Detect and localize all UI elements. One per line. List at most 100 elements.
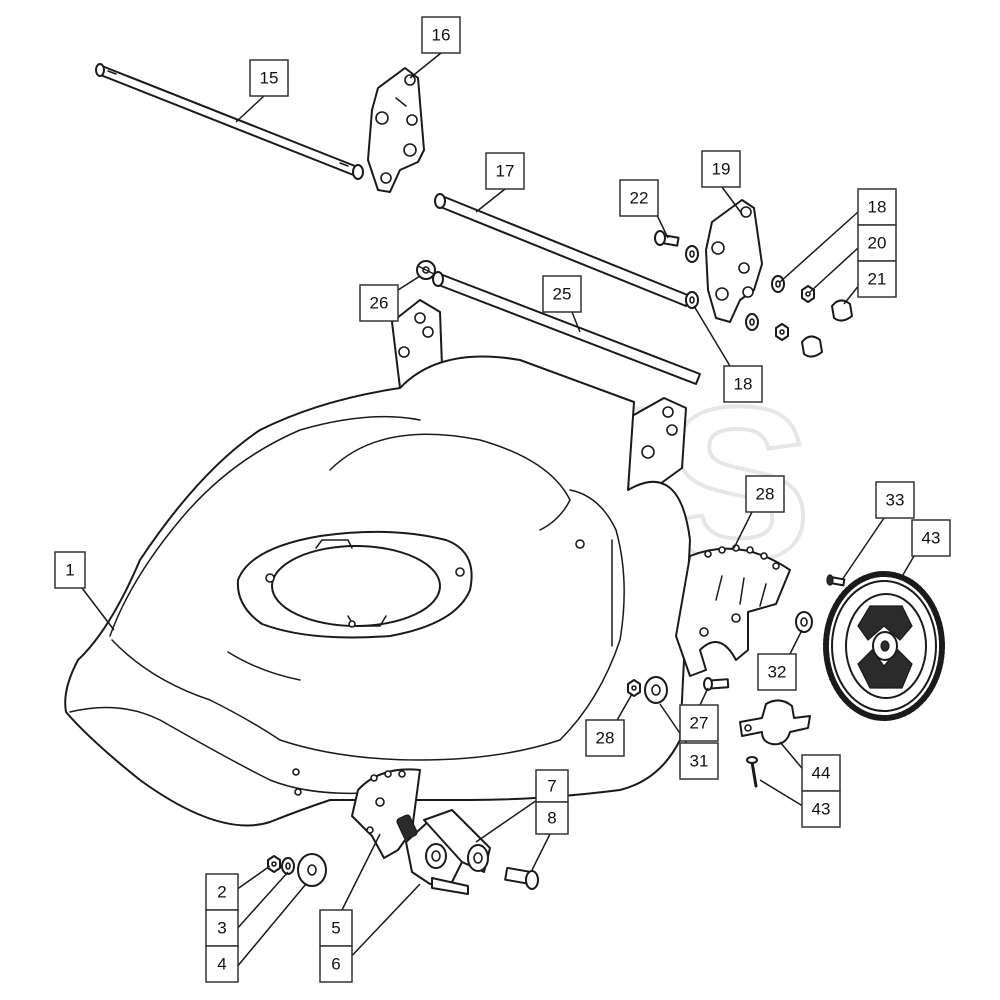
part-19-height-bracket (705, 199, 763, 323)
callout-28[interactable]: 28 (585, 719, 625, 757)
callout-1[interactable]: 1 (54, 551, 86, 589)
callout-18-bottom[interactable]: 18 (723, 365, 763, 403)
part-27-washer (644, 676, 668, 704)
part-25-bolt (703, 677, 730, 691)
callout-26[interactable]: 28 (745, 475, 785, 513)
callout-label: 18 (868, 198, 887, 217)
part-7-axle-arm (396, 809, 491, 873)
callout-label: 7 (547, 777, 556, 796)
part-24-star-washer (416, 260, 436, 280)
part-17-front-rod (434, 193, 691, 307)
callout-label: 2 (217, 883, 226, 902)
callout-3[interactable]: 3 (205, 909, 239, 947)
part-44-clip (739, 699, 811, 746)
callout-7[interactable]: 7 (535, 769, 569, 803)
callout-label: 8 (547, 809, 556, 828)
callout-label: 33 (886, 491, 905, 510)
leader-3 (235, 871, 289, 931)
callout-label: 26 (370, 294, 389, 313)
callout-24[interactable]: 26 (359, 284, 399, 322)
callout-5[interactable]: 5 (319, 909, 353, 947)
part-1-mower-deck (64, 299, 691, 827)
callout-label: 20 (868, 234, 887, 253)
callout-label: 4 (217, 955, 226, 974)
part-8-bolt (504, 866, 539, 890)
callout-label: 27 (690, 714, 709, 733)
part-20-nut (775, 285, 815, 341)
callout-label: 32 (768, 663, 787, 682)
leader-18a (779, 211, 859, 283)
callout-25[interactable]: 27 (679, 704, 719, 742)
callout-8[interactable]: 8 (535, 801, 569, 835)
part-28-nut (627, 679, 641, 697)
callout-label: 17 (496, 162, 515, 181)
callout-4[interactable]: 4 (205, 945, 239, 983)
leader-19 (721, 186, 743, 215)
part-16-height-bracket (367, 67, 425, 193)
leader-18b (693, 305, 731, 367)
part-32-screw (826, 574, 846, 587)
callout-label: 6 (331, 955, 340, 974)
callout-44[interactable]: 44 (801, 754, 841, 792)
callout-18-top[interactable]: 18 (857, 188, 897, 226)
callout-21[interactable]: 21 (857, 260, 897, 298)
part-43-screw (746, 756, 758, 788)
part-4-washer (297, 853, 327, 887)
callout-label: 1 (65, 561, 74, 580)
leader-23 (571, 311, 581, 333)
leader-17 (475, 188, 506, 213)
leader-24 (397, 275, 421, 291)
callout-15[interactable]: 15 (249, 59, 289, 97)
part-31-washer (795, 611, 813, 633)
callout-label: 43 (922, 529, 941, 548)
part-21-cap-nut (801, 299, 853, 358)
callout-19[interactable]: 19 (701, 150, 741, 188)
callout-label: 28 (756, 485, 775, 504)
part-15-rear-axle-rod (95, 63, 364, 180)
callout-31[interactable]: 32 (757, 653, 797, 691)
callout-23[interactable]: 25 (542, 275, 582, 313)
leader-28 (615, 693, 633, 723)
part-33-wheel (823, 571, 945, 721)
callout-27[interactable]: 31 (679, 742, 719, 780)
leader-32 (841, 517, 885, 581)
leader-5 (341, 833, 381, 911)
callout-16[interactable]: 16 (421, 16, 461, 54)
callout-label-43: 43 (812, 800, 831, 819)
callout-17[interactable]: 17 (485, 152, 525, 190)
leader-6 (345, 883, 421, 963)
leader-43 (759, 779, 807, 809)
leader-lines (81, 52, 915, 969)
callout-label: 3 (217, 919, 226, 938)
callout-label: 16 (432, 26, 451, 45)
leader-1 (81, 587, 115, 631)
callout-33[interactable]: 43 (911, 519, 951, 557)
callout-label: 15 (260, 69, 279, 88)
leader-31 (789, 629, 803, 655)
leader-26 (733, 511, 753, 549)
leader-4 (235, 883, 307, 969)
leader-25 (699, 687, 709, 706)
callout-22[interactable]: 22 (619, 179, 659, 217)
callout-label-28: 28 (596, 729, 615, 748)
callout-label: 19 (712, 160, 731, 179)
callout-20[interactable]: 20 (857, 224, 897, 262)
callout-label: 31 (690, 752, 709, 771)
part-22-bolt (654, 230, 680, 247)
callout-label: 18 (734, 375, 753, 394)
callout-label: 21 (868, 270, 887, 289)
part-3-washer (281, 857, 295, 875)
leader-2 (235, 865, 271, 891)
callout-label: 5 (331, 919, 340, 938)
callout-label: 44 (812, 764, 831, 783)
callout-43[interactable]: 43 (801, 790, 841, 828)
callout-label: 22 (630, 189, 649, 208)
part-2-nut (267, 855, 281, 873)
callout-label: 25 (553, 285, 572, 304)
leader-20 (809, 247, 859, 293)
part-18-washer (685, 245, 785, 331)
callout-2[interactable]: 2 (205, 873, 239, 911)
callout-6[interactable]: 6 (319, 945, 353, 983)
callout-32[interactable]: 33 (875, 481, 915, 519)
